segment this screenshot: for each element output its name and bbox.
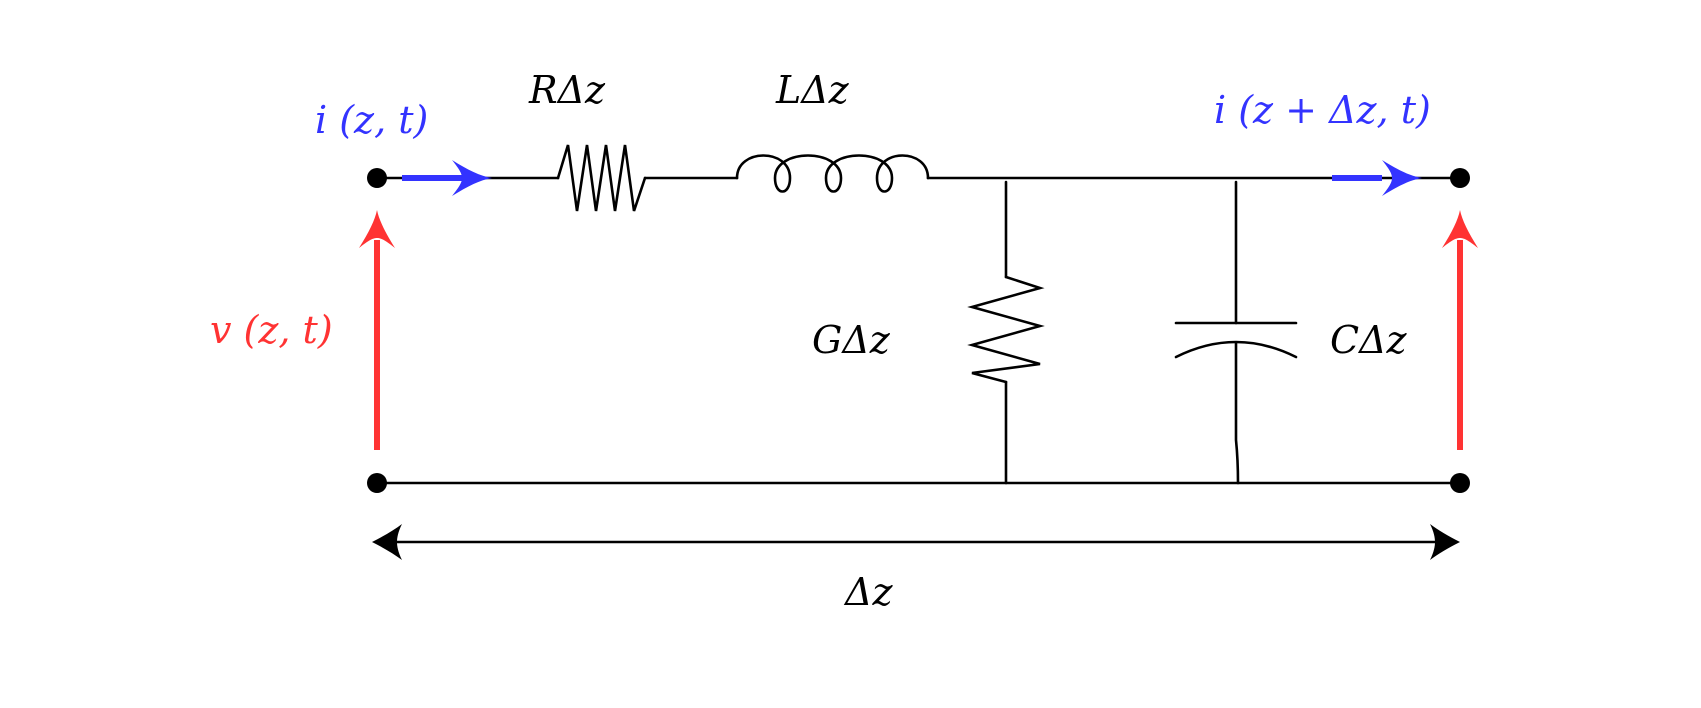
current-in-label: i (z, t)	[315, 98, 428, 142]
voltage-arrow-right	[1442, 210, 1478, 450]
series-resistor-symbol	[556, 144, 647, 212]
series-inductor-symbol	[735, 154, 930, 193]
current-out-label: i (z + Δz, t)	[1214, 88, 1431, 132]
capacitor-label: CΔz	[1330, 318, 1408, 362]
voltage-arrow-left	[359, 210, 395, 450]
current-in-arrow	[402, 160, 492, 196]
capacitor-lead-bottom	[1234, 341, 1240, 485]
length-label: Δz	[843, 570, 893, 614]
inductor-label: LΔz	[775, 68, 850, 112]
terminal-top-right	[1450, 168, 1470, 188]
terminal-bottom-left	[367, 473, 387, 493]
current-out-arrow	[1332, 160, 1422, 196]
shunt-resistor-symbol	[967, 275, 1045, 384]
conductance-label: GΔz	[812, 318, 891, 362]
terminal-top-left	[367, 168, 387, 188]
voltage-label: v (z, t)	[210, 308, 333, 352]
resistor-label: RΔz	[528, 68, 606, 112]
terminal-bottom-right	[1450, 473, 1470, 493]
length-dimension-arrow	[372, 524, 1460, 560]
